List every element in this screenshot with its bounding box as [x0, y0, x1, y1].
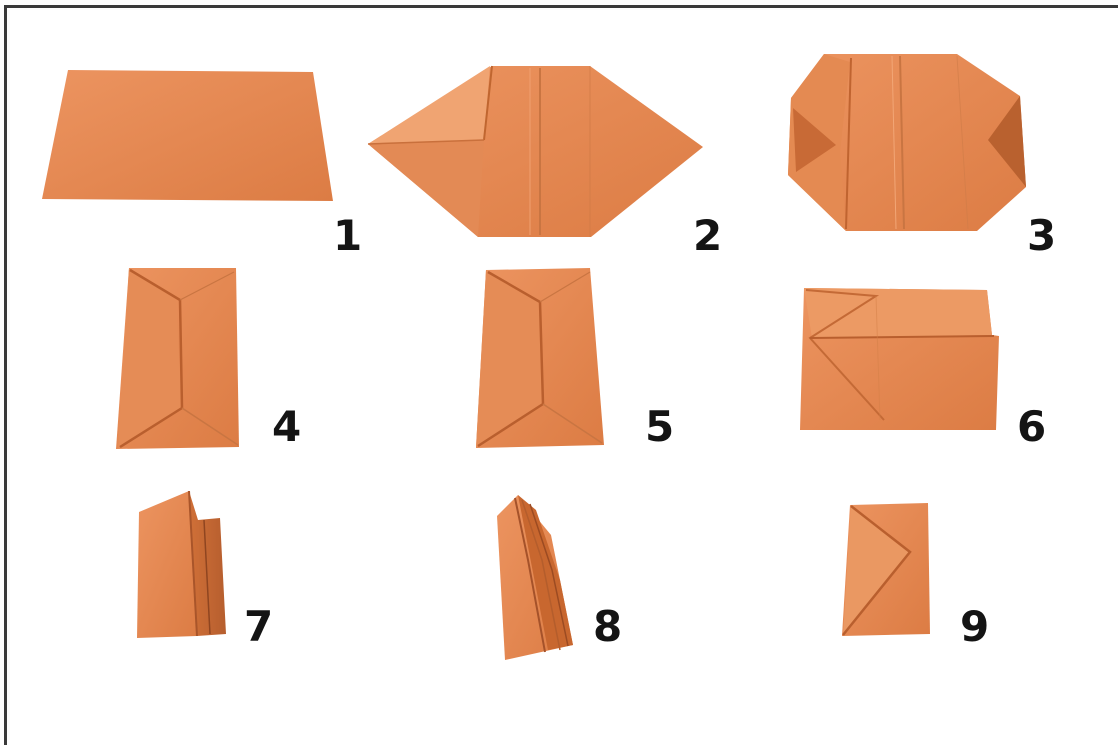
step-2-number: 2	[693, 211, 722, 260]
step-7-number: 7	[244, 602, 273, 651]
step-5-number: 5	[645, 402, 674, 451]
step-7-figure	[137, 491, 226, 638]
step-1-figure	[42, 70, 333, 201]
step-3-number: 3	[1027, 211, 1056, 260]
step-5-figure	[476, 268, 604, 448]
step-2-figure	[368, 66, 703, 237]
step-3-figure	[788, 54, 1026, 231]
step-9-number: 9	[960, 602, 989, 651]
step-9-figure	[842, 503, 930, 636]
step-8-number: 8	[593, 602, 622, 651]
step-6-figure	[800, 288, 999, 430]
step-8-figure	[497, 495, 573, 660]
step-4-number: 4	[272, 402, 301, 451]
step-4-figure	[116, 268, 239, 449]
step-1-number: 1	[333, 211, 362, 260]
step-6-number: 6	[1017, 402, 1046, 451]
